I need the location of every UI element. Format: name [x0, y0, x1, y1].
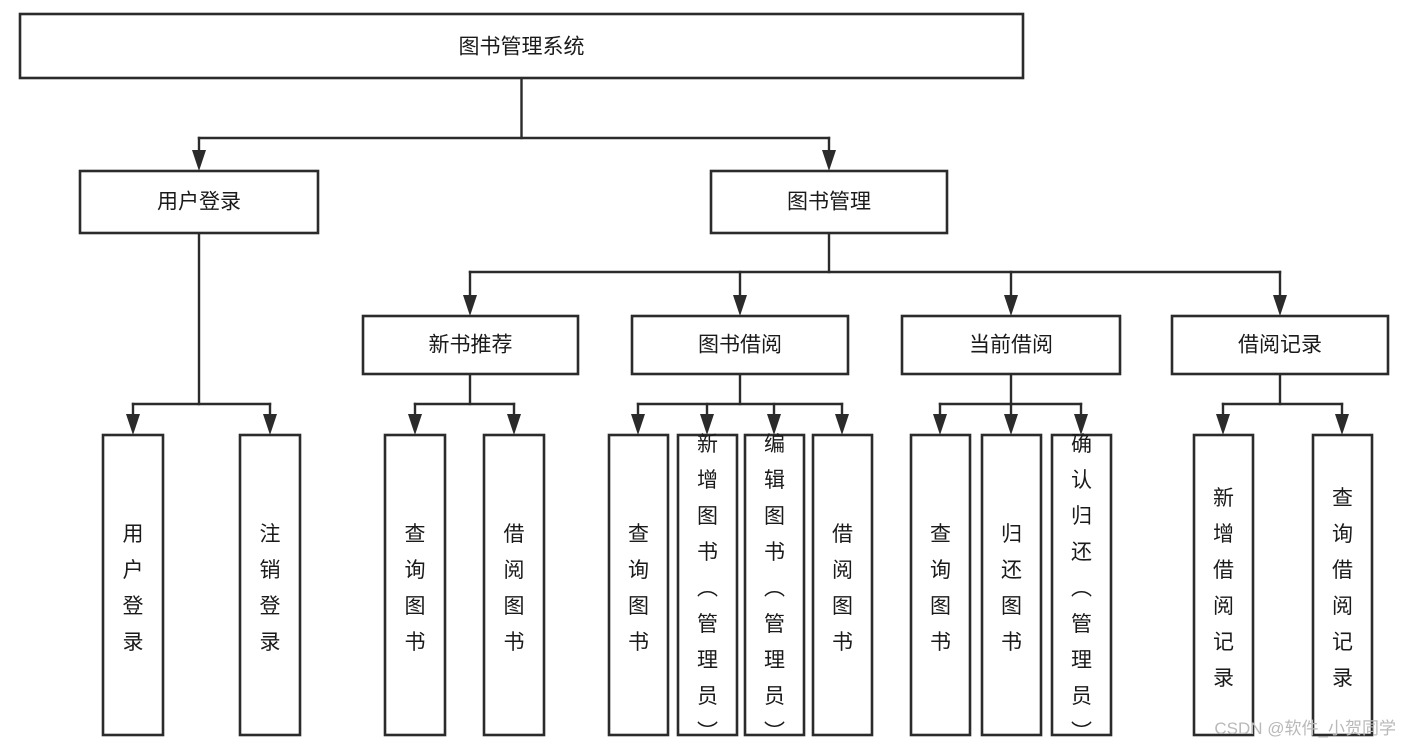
node-leaf-confirm-return-admin[interactable]: 确认归还︵管理员︶: [1050, 433, 1113, 744]
node-leaf-borrow-book[interactable]: 借阅图书: [811, 433, 874, 737]
arrow-head-book-manage: [822, 150, 836, 171]
node-leaf-return-book-box: [980, 433, 1043, 737]
node-borrow-record-box: [1170, 314, 1390, 376]
node-current-borrow[interactable]: 当前借阅: [900, 314, 1122, 376]
node-user-login-box: [78, 169, 320, 235]
arrow-head-leaf-query-book-borrow: [631, 414, 645, 435]
node-leaf-add-book-admin-label: 新增图书︵管理员︶: [697, 433, 718, 744]
node-user-login[interactable]: 用户登录: [78, 169, 320, 235]
arrow-head-leaf-add-book-admin: [700, 414, 714, 435]
node-user-login-label: 用户登录: [157, 191, 241, 214]
csdn-watermark: CSDN @软件_小贺同学: [1214, 719, 1396, 738]
node-current-borrow-label: 当前借阅: [969, 334, 1053, 357]
node-leaf-edit-book-admin-box: [743, 433, 806, 737]
node-leaf-add-book-admin-box: [676, 433, 739, 737]
node-book-manage-box: [709, 169, 949, 235]
arrow-head-leaf-borrow-book-rec: [507, 414, 521, 435]
node-leaf-return-book-label: 归还图书: [1001, 523, 1022, 654]
node-leaf-logout-login-label: 注销登录: [260, 523, 281, 654]
node-new-book-recommend-label: 新书推荐: [429, 334, 513, 357]
node-leaf-borrow-book-label: 借阅图书: [832, 523, 853, 654]
node-new-book-recommend-box: [361, 314, 580, 376]
node-borrow-record-label: 借阅记录: [1238, 334, 1322, 357]
leaf-nodes-layer: 用户登录 注销登录 查询图书 借阅图书 查询图书 新增图书︵管理员︶ 编辑图书︵管理员︶ 借阅…: [101, 433, 1374, 744]
node-leaf-query-book-current-label: 查询图书: [930, 523, 951, 654]
node-leaf-query-book-rec-label: 查询图书: [405, 523, 426, 654]
arrow-head-leaf-query-borrow-record: [1335, 414, 1349, 435]
node-leaf-query-book-rec-box: [383, 433, 447, 737]
node-book-manage[interactable]: 图书管理: [709, 169, 949, 235]
node-book-borrow-box: [630, 314, 850, 376]
node-leaf-borrow-book-rec[interactable]: 借阅图书: [482, 433, 546, 737]
arrow-head-leaf-edit-book-admin: [767, 414, 781, 435]
node-leaf-query-borrow-record-label: 查询借阅记录: [1332, 487, 1353, 690]
arrow-head-current-borrow: [1004, 295, 1018, 316]
node-leaf-add-borrow-record[interactable]: 新增借阅记录: [1192, 433, 1255, 737]
node-leaf-confirm-return-admin-label: 确认归还︵管理员︶: [1071, 433, 1092, 744]
node-leaf-borrow-book-rec-label: 借阅图书: [504, 523, 525, 654]
node-leaf-query-book-current-box: [909, 433, 972, 737]
node-leaf-logout-login[interactable]: 注销登录: [238, 433, 302, 737]
node-leaf-borrow-book-rec-box: [482, 433, 546, 737]
arrow-head-leaf-query-book-current: [933, 414, 947, 435]
node-leaf-logout-login-box: [238, 433, 302, 737]
node-leaf-return-book[interactable]: 归还图书: [980, 433, 1043, 737]
node-book-manage-label: 图书管理: [787, 191, 871, 214]
node-root[interactable]: 图书管理系统: [18, 12, 1025, 80]
node-leaf-add-borrow-record-box: [1192, 433, 1255, 737]
node-leaf-query-book-rec[interactable]: 查询图书: [383, 433, 447, 737]
arrow-head-leaf-confirm-return-admin: [1074, 414, 1088, 435]
node-book-borrow-label: 图书借阅: [698, 334, 782, 357]
node-root-box: [18, 12, 1025, 80]
arrow-head-book-borrow: [733, 295, 747, 316]
arrow-head-new-book-recommend: [463, 295, 477, 316]
node-leaf-query-book-current[interactable]: 查询图书: [909, 433, 972, 737]
node-new-book-recommend[interactable]: 新书推荐: [361, 314, 580, 376]
node-leaf-query-borrow-record[interactable]: 查询借阅记录: [1311, 433, 1374, 737]
node-leaf-user-login-box: [101, 433, 165, 737]
node-book-borrow[interactable]: 图书借阅: [630, 314, 850, 376]
node-leaf-query-book-borrow[interactable]: 查询图书: [607, 433, 670, 737]
node-leaf-edit-book-admin[interactable]: 编辑图书︵管理员︶: [743, 433, 806, 744]
arrow-head-leaf-logout-login: [263, 414, 277, 435]
node-leaf-query-book-borrow-label: 查询图书: [628, 523, 649, 654]
arrow-head-leaf-query-book-rec: [408, 414, 422, 435]
arrow-head-borrow-record: [1273, 295, 1287, 316]
arrow-head-leaf-user-login: [126, 414, 140, 435]
node-leaf-confirm-return-admin-box: [1050, 433, 1113, 737]
node-leaf-edit-book-admin-label: 编辑图书︵管理员︶: [764, 433, 785, 744]
node-leaf-query-borrow-record-box: [1311, 433, 1374, 737]
node-borrow-record[interactable]: 借阅记录: [1170, 314, 1390, 376]
arrow-head-user-login: [192, 150, 206, 171]
node-leaf-query-book-borrow-box: [607, 433, 670, 737]
node-leaf-borrow-book-box: [811, 433, 874, 737]
node-leaf-add-borrow-record-label: 新增借阅记录: [1213, 487, 1234, 690]
arrow-head-leaf-return-book: [1004, 414, 1018, 435]
node-leaf-user-login[interactable]: 用户登录: [101, 433, 165, 737]
arrow-head-leaf-add-borrow-record: [1216, 414, 1230, 435]
node-root-label: 图书管理系统: [459, 36, 585, 59]
node-leaf-add-book-admin[interactable]: 新增图书︵管理员︶: [676, 433, 739, 744]
connector-lines: [126, 76, 1349, 435]
arrow-head-leaf-borrow-book: [835, 414, 849, 435]
node-leaf-user-login-label: 用户登录: [123, 523, 144, 654]
node-current-borrow-box: [900, 314, 1122, 376]
